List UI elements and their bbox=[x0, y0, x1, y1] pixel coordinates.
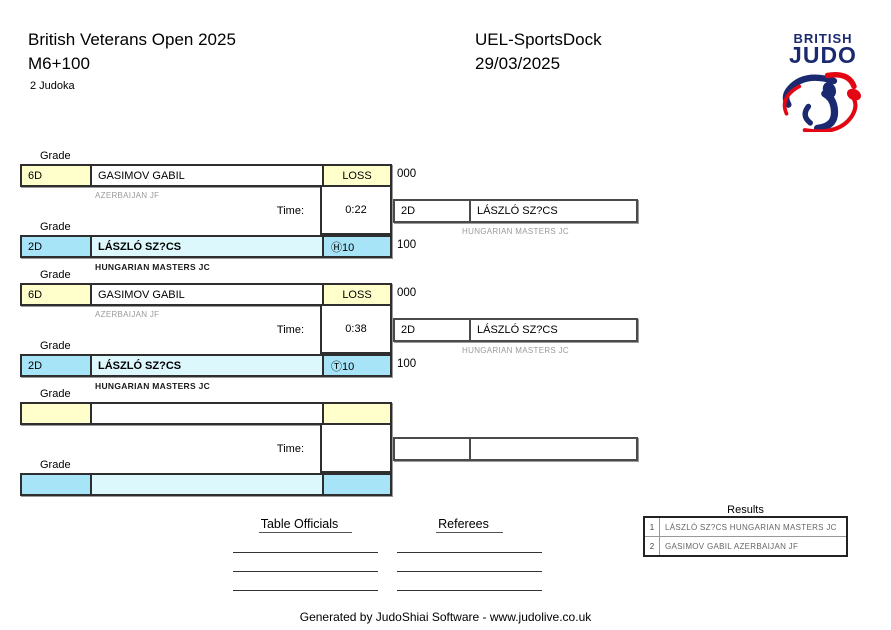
match-time: 0:22 bbox=[320, 185, 392, 235]
table-officials-section: Table Officials bbox=[233, 517, 378, 597]
club-label: HUNGARIAN MASTERS JC bbox=[95, 381, 211, 391]
rank-cell: 1 bbox=[645, 518, 660, 536]
winner-name-cell bbox=[469, 439, 636, 459]
event-title: British Veterans Open 2025 bbox=[28, 30, 236, 49]
grade-label: Grade bbox=[40, 150, 71, 162]
logo-text-british: BRITISH bbox=[793, 31, 853, 46]
match3-top-row bbox=[20, 402, 392, 425]
table-officials-label: Table Officials bbox=[258, 517, 353, 533]
match1-top-row: 6D GASIMOV GABIL LOSS bbox=[20, 164, 392, 187]
grade-label: Grade bbox=[40, 221, 71, 233]
result-entry: LÁSZLÓ SZ?CS HUNGARIAN MASTERS JC bbox=[665, 522, 837, 532]
winner-grade-cell: 2D bbox=[401, 324, 416, 336]
score-code: 100 bbox=[397, 239, 417, 251]
grade-cell bbox=[22, 475, 90, 494]
match2-top-row: 6D GASIMOV GABIL LOSS bbox=[20, 283, 392, 306]
result-cell bbox=[322, 475, 390, 494]
winner-box: 2D LÁSZLÓ SZ?CS bbox=[393, 318, 638, 342]
generator-credit: Generated by JudoShiai Software - www.ju… bbox=[299, 610, 592, 624]
category-title: M6+100 bbox=[28, 54, 90, 73]
club-label: AZERBAIJAN JF bbox=[95, 191, 160, 200]
grade-cell: 6D bbox=[22, 285, 90, 304]
judoka-figure-icon bbox=[782, 72, 862, 134]
grade-cell: 6D bbox=[22, 166, 90, 185]
competitor-name-cell bbox=[90, 475, 322, 494]
winner-club-label: HUNGARIAN MASTERS JC bbox=[462, 346, 569, 355]
score-code: 100 bbox=[397, 358, 417, 370]
club-label: HUNGARIAN MASTERS JC bbox=[95, 262, 211, 272]
time-label: Time: bbox=[276, 205, 304, 217]
club-label: AZERBAIJAN JF bbox=[95, 310, 160, 319]
winner-name-cell: LÁSZLÓ SZ?CS bbox=[469, 320, 636, 340]
results-title: Results bbox=[727, 504, 764, 516]
match2-bottom-row: 2D LÁSZLÓ SZ?CS Ⓣ10 bbox=[20, 354, 392, 377]
competitor-name-cell bbox=[90, 404, 322, 423]
result-cell bbox=[322, 404, 390, 423]
results-row-2: 2 GASIMOV GABIL AZERBAIJAN JF bbox=[645, 536, 846, 555]
competitor-name-cell: LÁSZLÓ SZ?CS bbox=[90, 237, 322, 256]
result-cell: LOSS bbox=[322, 285, 390, 304]
signature-line bbox=[233, 552, 378, 553]
match1-bottom-row: 2D LÁSZLÓ SZ?CS Ⓗ10 bbox=[20, 235, 392, 258]
competitor-name-cell: GASIMOV GABIL bbox=[90, 166, 322, 185]
result-cell: LOSS bbox=[322, 166, 390, 185]
results-row-1: 1 LÁSZLÓ SZ?CS HUNGARIAN MASTERS JC bbox=[645, 518, 846, 536]
referees-section: Referees bbox=[397, 517, 542, 597]
competitor-name-cell: GASIMOV GABIL bbox=[90, 285, 322, 304]
results-table: 1 LÁSZLÓ SZ?CS HUNGARIAN MASTERS JC 2 GA… bbox=[643, 516, 848, 557]
grade-cell: 2D bbox=[22, 237, 90, 256]
winner-name-cell: LÁSZLÓ SZ?CS bbox=[469, 201, 636, 221]
signature-line bbox=[233, 571, 378, 572]
grade-label: Grade bbox=[40, 459, 71, 471]
match-time: 0:38 bbox=[320, 304, 392, 354]
score-code: 000 bbox=[397, 287, 417, 299]
signature-line bbox=[397, 590, 542, 591]
grade-label: Grade bbox=[40, 388, 71, 400]
match3-bottom-row bbox=[20, 473, 392, 496]
signature-line bbox=[397, 552, 542, 553]
time-label: Time: bbox=[276, 443, 304, 455]
time-label: Time: bbox=[276, 324, 304, 336]
logo-text-judo: JUDO bbox=[789, 42, 857, 68]
winner-club-label: HUNGARIAN MASTERS JC bbox=[462, 227, 569, 236]
match-block-3: Grade Time: Grade bbox=[0, 388, 891, 507]
competitor-name-cell: LÁSZLÓ SZ?CS bbox=[90, 356, 322, 375]
result-entry: GASIMOV GABIL AZERBAIJAN JF bbox=[665, 541, 799, 551]
british-judo-logo: BRITISH JUDO bbox=[775, 32, 871, 137]
table-officials-title: Table Officials bbox=[233, 517, 378, 533]
winner-box bbox=[393, 437, 638, 461]
grade-cell: 2D bbox=[22, 356, 90, 375]
referees-title: Referees bbox=[397, 517, 542, 533]
winner-grade-cell bbox=[395, 439, 469, 459]
result-cell: Ⓣ10 bbox=[322, 356, 390, 375]
signature-line bbox=[397, 571, 542, 572]
winner-grade-cell: 2D bbox=[401, 205, 416, 217]
rank-cell: 2 bbox=[645, 537, 660, 555]
match-block-1: Grade 6D GASIMOV GABIL LOSS AZERBAIJAN J… bbox=[0, 150, 891, 272]
event-date: 29/03/2025 bbox=[475, 54, 561, 73]
judoka-count: 2 Judoka bbox=[30, 80, 75, 92]
grade-cell bbox=[22, 404, 90, 423]
venue-name: UEL-SportsDock bbox=[475, 30, 602, 49]
winner-box: 2D LÁSZLÓ SZ?CS bbox=[393, 199, 638, 223]
match-time bbox=[320, 423, 392, 473]
grade-label: Grade bbox=[40, 269, 71, 281]
signature-line bbox=[233, 590, 378, 591]
referees-label: Referees bbox=[436, 517, 503, 533]
score-code: 000 bbox=[397, 168, 417, 180]
result-cell: Ⓗ10 bbox=[322, 237, 390, 256]
grade-label: Grade bbox=[40, 340, 71, 352]
match-block-2: Grade 6D GASIMOV GABIL LOSS AZERBAIJAN J… bbox=[0, 269, 891, 391]
